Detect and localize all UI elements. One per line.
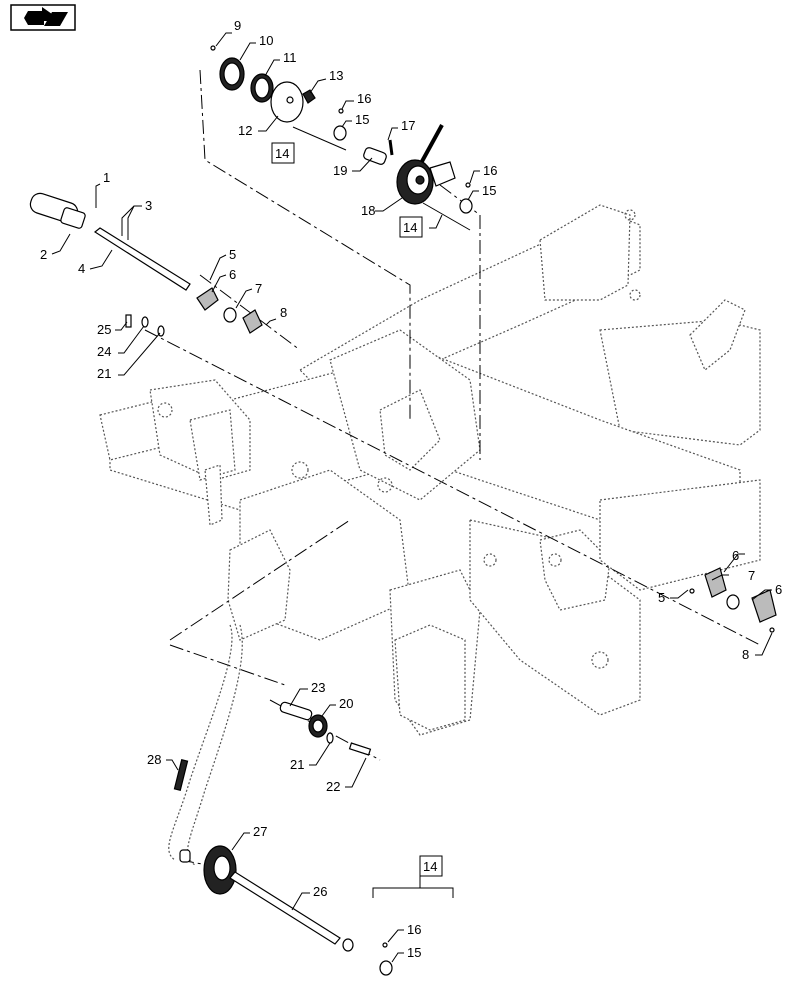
callout-24: 24 (97, 344, 111, 359)
boxed-refs: 14 14 14 (271, 142, 443, 877)
bearing-flange-left (196, 287, 263, 334)
shaft-4 (93, 227, 191, 291)
svg-text:14: 14 (403, 220, 417, 235)
callout-15a: 15 (355, 112, 369, 127)
hub-pieces-bottom (379, 942, 393, 976)
callout-25: 25 (97, 322, 111, 337)
callout-26: 26 (313, 884, 327, 899)
callout-7a: 7 (255, 281, 262, 296)
callout-23: 23 (311, 680, 325, 695)
callout-28: 28 (147, 752, 161, 767)
callout-2: 2 (40, 247, 47, 262)
shaft-26 (229, 871, 354, 952)
handle-grip (29, 192, 86, 229)
callout-19: 19 (333, 163, 347, 178)
ref-box-14-top: 14 (271, 142, 295, 164)
ref-box-14-right: 14 (399, 216, 423, 238)
callout-21b: 21 (290, 757, 304, 772)
ref-box-14-bottom: 14 (419, 855, 443, 877)
callout-16c: 16 (407, 922, 421, 937)
callout-22: 22 (326, 779, 340, 794)
callout-11: 11 (283, 50, 297, 65)
callout-6c: 6 (775, 582, 782, 597)
callout-3: 3 (145, 198, 152, 213)
callout-16a: 16 (357, 91, 371, 106)
callout-6a: 6 (229, 267, 236, 282)
callout-18: 18 (361, 203, 375, 218)
left-hardware (125, 314, 165, 337)
callout-1: 1 (103, 170, 110, 185)
drive-chain (168, 624, 243, 866)
svg-text:14: 14 (423, 859, 437, 874)
callout-labels: 1 2 3 4 5 5 6 6 6 7 7 8 8 9 10 11 12 13 … (40, 18, 782, 960)
callout-8b: 8 (742, 647, 749, 662)
back-arrow-icon[interactable] (10, 4, 76, 31)
callout-12: 12 (238, 123, 252, 138)
callout-20: 20 (339, 696, 353, 711)
machine-frame (99, 204, 761, 736)
callout-4: 4 (78, 261, 85, 276)
parts (29, 45, 777, 976)
callout-10: 10 (259, 33, 273, 48)
bearing-flange-right (689, 567, 777, 633)
svg-text:14: 14 (275, 146, 289, 161)
top-assembly (210, 45, 316, 123)
callout-5b: 5 (658, 590, 665, 605)
callout-6b: 6 (732, 548, 739, 563)
hub-pieces-right (459, 182, 473, 214)
callout-27: 27 (253, 824, 267, 839)
callout-9: 9 (234, 18, 241, 33)
idler-assembly (279, 701, 372, 756)
callout-15c: 15 (407, 945, 421, 960)
callout-21a: 21 (97, 366, 111, 381)
callout-7b: 7 (748, 568, 755, 583)
sprocket-27 (179, 845, 237, 895)
callout-16b: 16 (483, 163, 497, 178)
callout-5a: 5 (229, 247, 236, 262)
callout-15b: 15 (482, 183, 496, 198)
callout-17: 17 (401, 118, 415, 133)
callout-13: 13 (329, 68, 343, 83)
callout-8a: 8 (280, 305, 287, 320)
slip-clutch-18 (388, 124, 456, 205)
leader-lines (51, 32, 773, 963)
